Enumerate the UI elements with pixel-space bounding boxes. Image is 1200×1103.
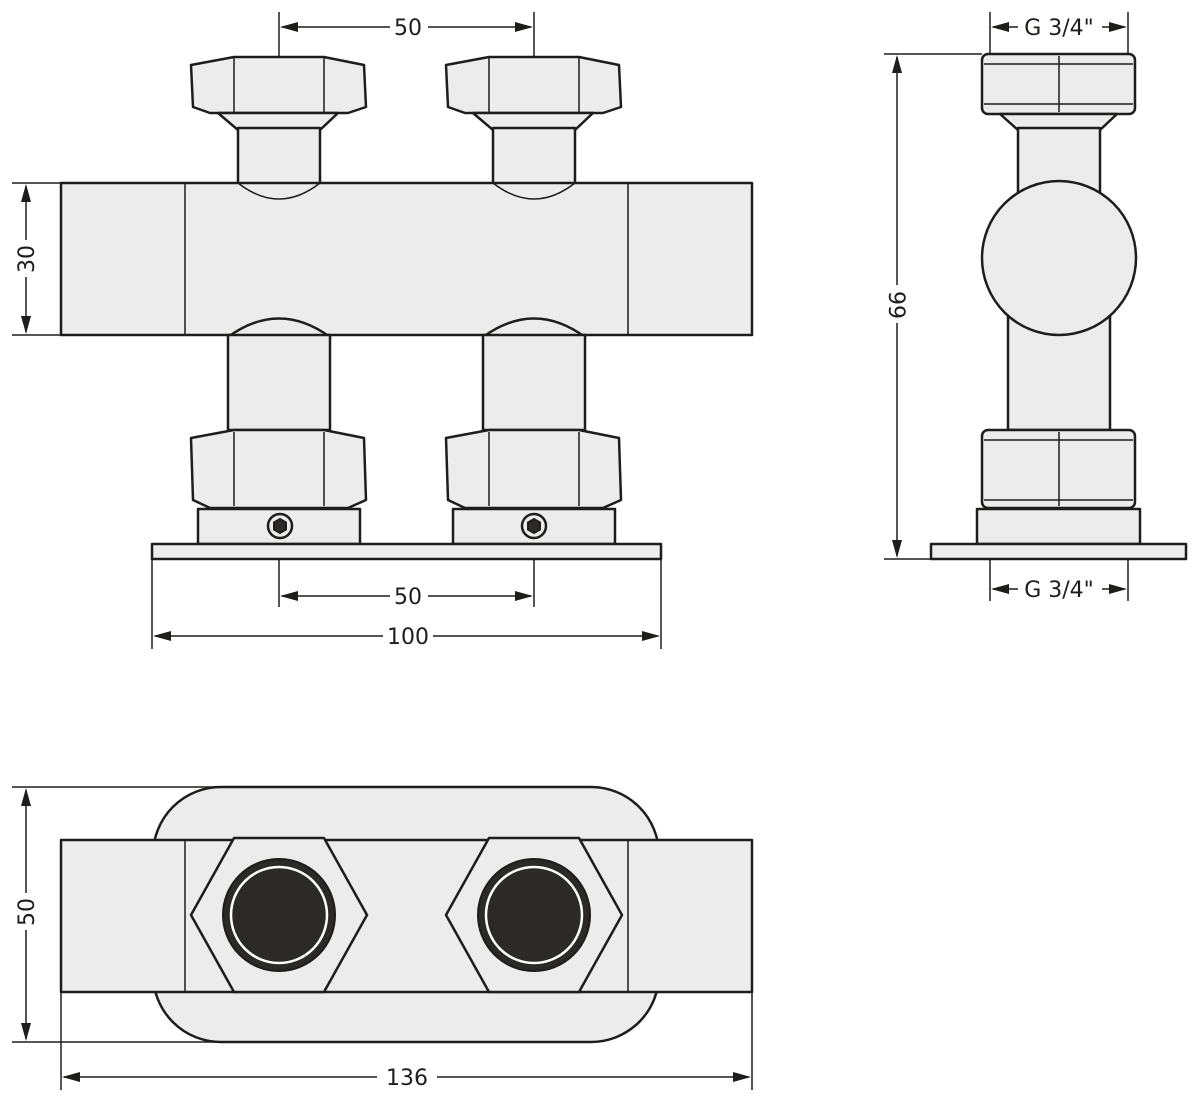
manifold-body bbox=[59, 181, 754, 339]
dim-top-spacing: 50 bbox=[394, 16, 422, 41]
plan-view bbox=[59, 785, 754, 1044]
side-base-plate bbox=[929, 542, 1188, 561]
side-body-circle bbox=[980, 179, 1138, 337]
right-port-opening bbox=[477, 858, 591, 972]
front-dimensions: 50 30 50 100 bbox=[12, 12, 662, 650]
dim-plan-width: 136 bbox=[386, 1066, 428, 1091]
dim-body-height: 30 bbox=[15, 245, 40, 273]
dim-side-height: 99 bbox=[883, 291, 908, 319]
front-base-plate bbox=[150, 542, 663, 561]
dim-base-width: 100 bbox=[387, 625, 429, 650]
left-port-opening bbox=[222, 858, 336, 972]
dim-side-top-thread: G 3/4" bbox=[1024, 16, 1094, 41]
side-dimensions: G 3/4" 99 G 3/4" bbox=[883, 12, 1129, 603]
front-view bbox=[59, 55, 754, 561]
bottom-right-outlet bbox=[444, 333, 623, 546]
dim-side-bottom-thread: G 3/4" bbox=[1024, 578, 1094, 603]
side-view bbox=[929, 52, 1188, 561]
top-right-valve bbox=[444, 55, 623, 188]
dim-plan-height: 50 bbox=[15, 898, 40, 926]
plan-right-port bbox=[444, 836, 624, 994]
dim-bottom-spacing: 50 bbox=[394, 585, 422, 610]
plan-left-port bbox=[189, 836, 369, 994]
bottom-left-outlet bbox=[189, 333, 368, 546]
plan-dimensions: 50 136 bbox=[12, 786, 753, 1091]
plan-body bbox=[59, 838, 754, 994]
top-left-valve bbox=[189, 55, 368, 188]
